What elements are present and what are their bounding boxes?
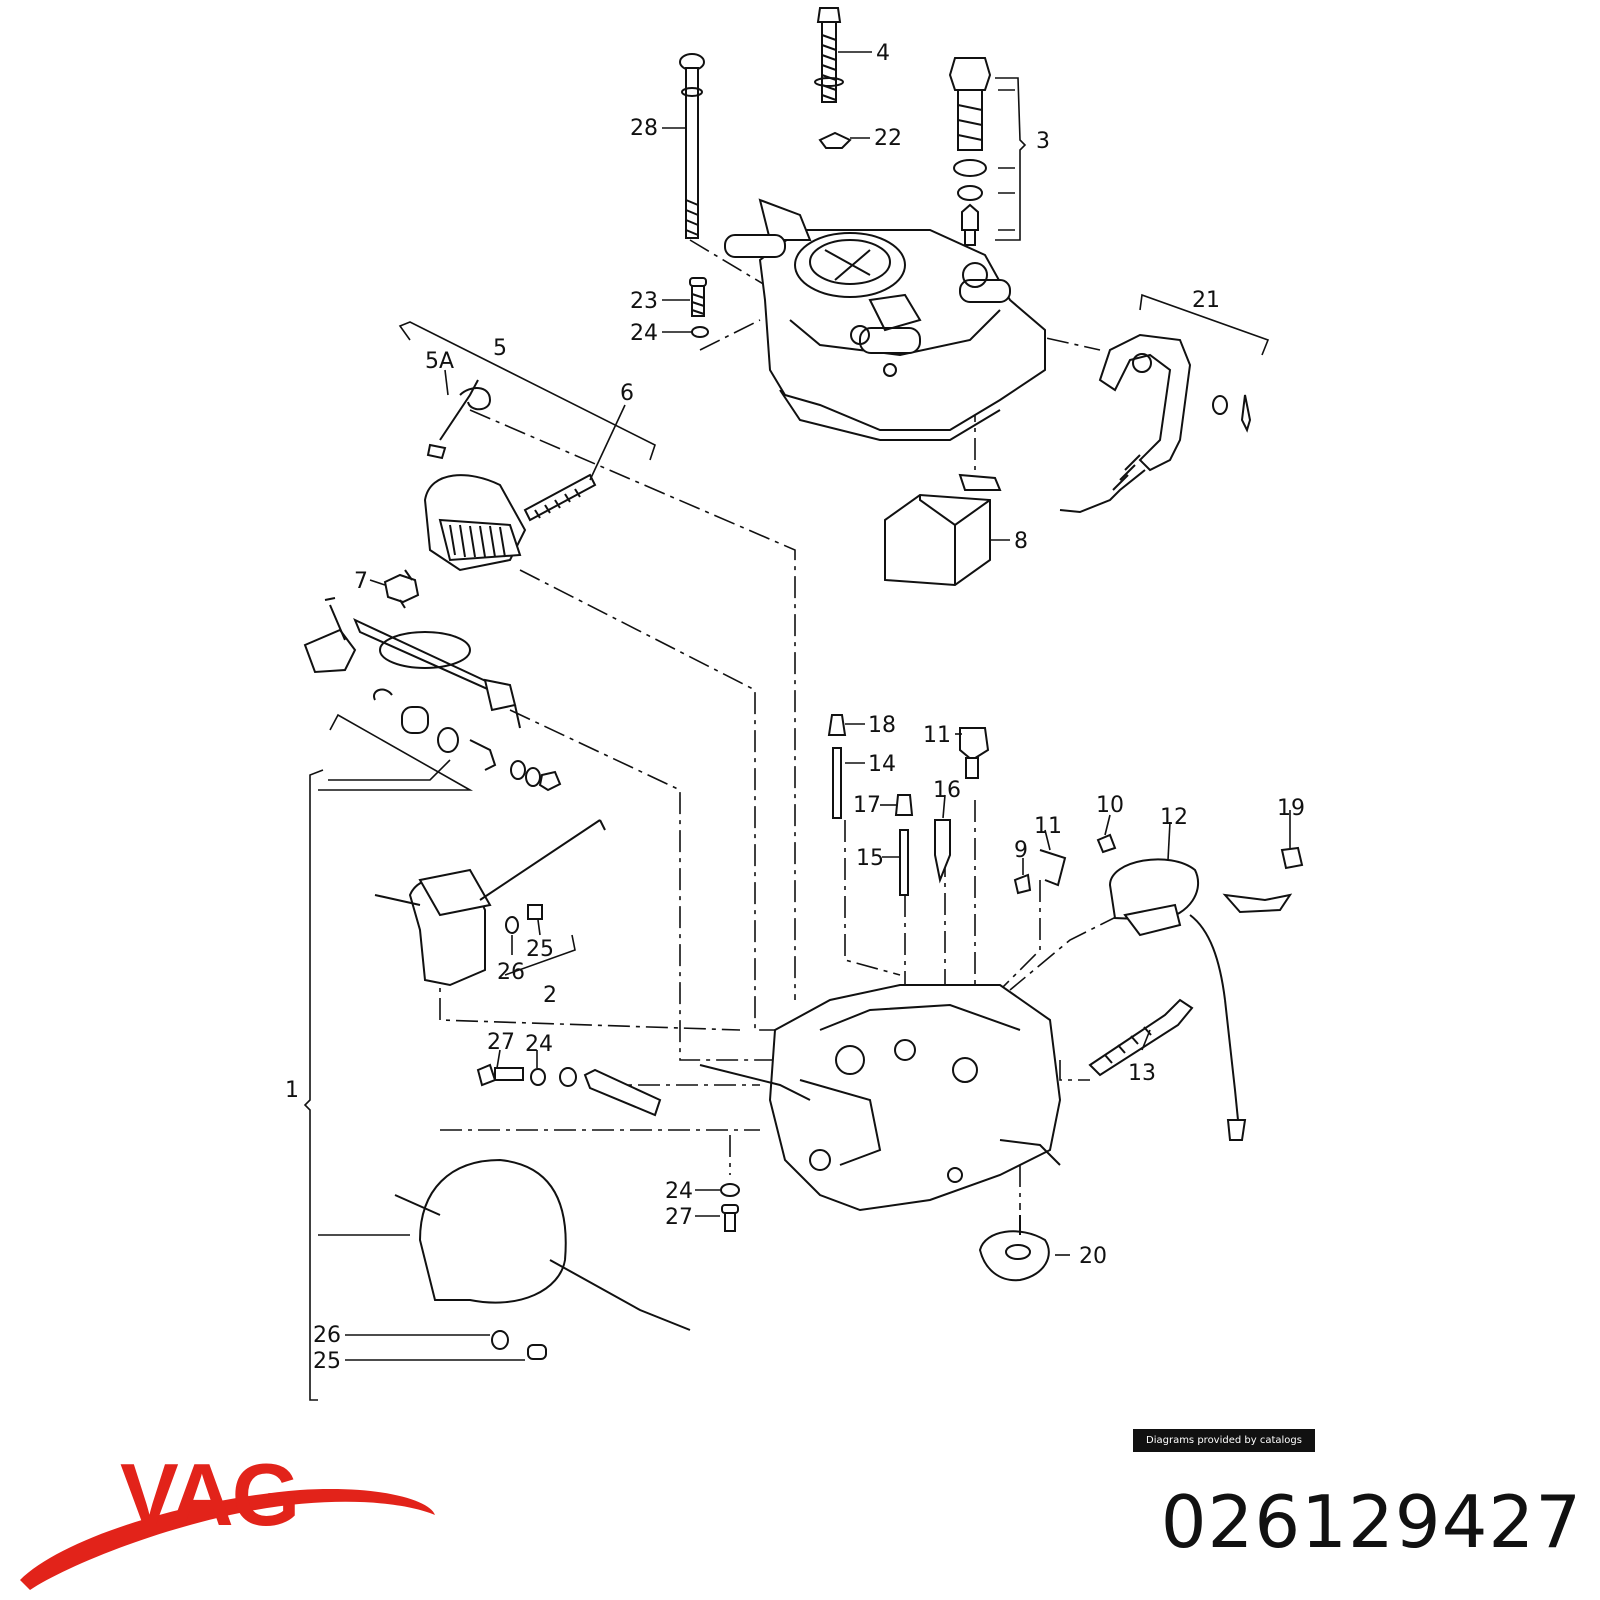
cable-bracket-21 [1059, 333, 1252, 514]
carburetor-top-cover [724, 198, 1046, 441]
callout-24b: 24 [525, 1032, 553, 1057]
group-braces [303, 77, 1270, 1401]
callout-5: 5 [493, 336, 507, 361]
callout-1: 1 [285, 1078, 299, 1103]
callout-18: 18 [868, 713, 896, 738]
callout-24c: 24 [665, 1179, 693, 1204]
nozzle-7 [383, 569, 420, 609]
choke-housing-5 [423, 379, 527, 572]
callout-11: 11 [923, 723, 951, 748]
washer-24c [720, 1183, 740, 1197]
plug-19 [1280, 846, 1304, 870]
diagram-credit-badge: Diagrams provided by catalogs parts [1133, 1429, 1315, 1469]
callout-17: 17 [853, 793, 881, 818]
jet-assembly-3 [948, 57, 992, 246]
callout-16: 16 [933, 778, 961, 803]
callout-25b: 25 [313, 1349, 341, 1374]
vag-logo: VAG [20, 1445, 435, 1590]
carburetor-body [699, 984, 1062, 1212]
callout-5a: 5A [425, 349, 454, 374]
callout-25: 25 [526, 937, 554, 962]
throttle-shaft [303, 597, 562, 792]
callout-3: 3 [1036, 129, 1050, 154]
screw-27b [721, 1204, 739, 1232]
leader-lines [345, 51, 1291, 1361]
logo-text: VAG [120, 1445, 298, 1544]
callout-12: 12 [1160, 805, 1188, 830]
callout-10: 10 [1096, 793, 1124, 818]
solenoid-12 [1108, 858, 1293, 1141]
callout-4: 4 [876, 41, 890, 66]
part-number: 026129427 [1160, 1480, 1582, 1564]
callout-13: 13 [1128, 1061, 1156, 1086]
small-parts-9-10-11 [1013, 833, 1117, 895]
callout-labels: 4 28 22 3 23 24 5 5A 6 21 8 7 18 11 14 1… [285, 41, 1305, 1374]
callout-15: 15 [856, 846, 884, 871]
logo-swoosh [20, 1489, 435, 1590]
screw-4 [814, 7, 844, 103]
callout-23: 23 [630, 289, 658, 314]
diaphragm-cover-1 [394, 1158, 691, 1360]
screw-23 [689, 277, 707, 317]
callout-22: 22 [874, 126, 902, 151]
filter-8 [884, 473, 1002, 587]
diaphragm-20 [978, 1215, 1050, 1282]
callout-19: 19 [1277, 796, 1305, 821]
clip-22 [818, 131, 852, 149]
callout-28: 28 [630, 116, 658, 141]
callout-20: 20 [1079, 1244, 1107, 1269]
callout-27: 27 [487, 1030, 515, 1055]
callout-6: 6 [620, 381, 634, 406]
screw-6 [523, 473, 597, 522]
callout-2: 2 [543, 983, 557, 1008]
callout-26: 26 [497, 960, 525, 985]
callout-7: 7 [354, 569, 368, 594]
callout-9: 9 [1014, 838, 1028, 863]
vacuum-unit-2 [374, 819, 606, 987]
small-jets [827, 714, 990, 896]
callout-26b: 26 [313, 1323, 341, 1348]
callout-24: 24 [630, 321, 658, 346]
callout-27b: 27 [665, 1205, 693, 1230]
callout-21: 21 [1192, 288, 1220, 313]
washer-24 [691, 326, 709, 338]
callout-11b: 11 [1034, 814, 1062, 839]
callout-14: 14 [868, 752, 896, 777]
needle-valve-13 [1088, 998, 1194, 1077]
callout-8: 8 [1014, 529, 1028, 554]
screw-27-set [476, 1063, 662, 1117]
bolt-28 [679, 53, 705, 239]
